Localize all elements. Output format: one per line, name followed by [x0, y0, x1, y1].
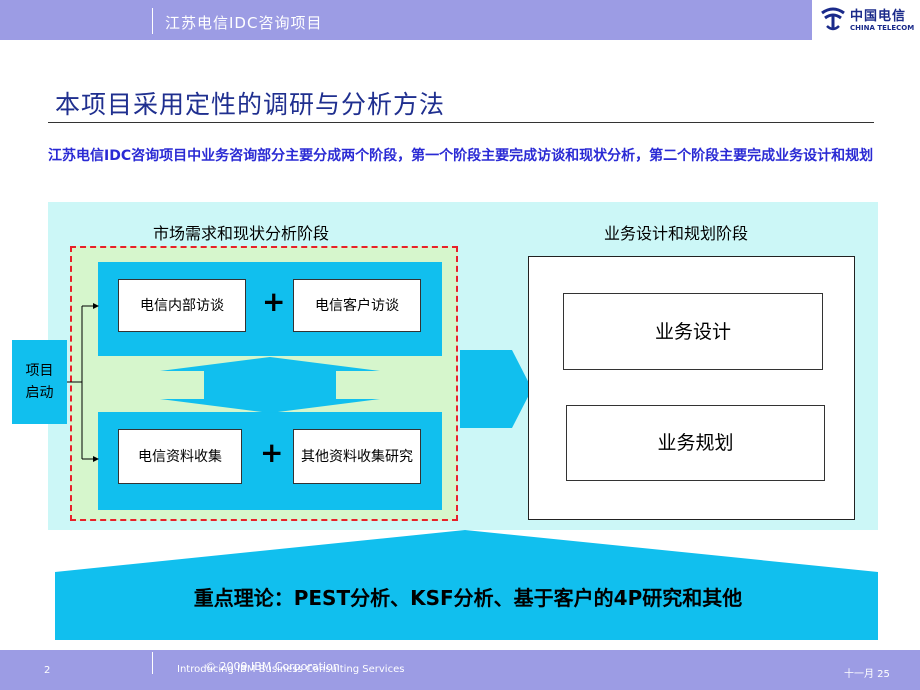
- project-start-label: 项目启动: [25, 363, 54, 401]
- logo-text-cn: 中国电信: [850, 9, 907, 24]
- other-research-box: 其他资料收集研究: [293, 429, 421, 484]
- header-divider: [152, 8, 153, 34]
- customer-interview-box: 电信客户访谈: [293, 279, 421, 332]
- header-bar: [0, 0, 920, 40]
- title-rule: [48, 122, 874, 123]
- phase2-label: 业务设计和规划阶段: [604, 224, 749, 243]
- project-start-box: 项目启动: [12, 340, 67, 424]
- header-title: 江苏电信IDC咨询项目: [165, 14, 323, 32]
- telecom-logo-icon: [821, 7, 845, 31]
- data-collection-box: 电信资料收集: [118, 429, 242, 484]
- business-design-box: 业务设计: [563, 293, 823, 370]
- logo-text-en: CHINA TELECOM: [850, 24, 915, 32]
- footer-divider: [152, 652, 153, 674]
- footer-copyright: © 2009 IBM Corporation: [205, 660, 340, 673]
- plus-sign: +: [260, 436, 284, 469]
- footer-date: 十一月 25: [844, 669, 890, 680]
- page-number: 2: [44, 665, 51, 676]
- theory-banner: [55, 530, 878, 640]
- business-planning-box: 业务规划: [566, 405, 825, 481]
- double-arrow-icon: [160, 357, 380, 413]
- theory-text: 重点理论：PEST分析、KSF分析、基于客户的4P研究和其他: [193, 586, 743, 610]
- page-title: 本项目采用定性的调研与分析方法: [55, 90, 446, 119]
- footer-bar: [0, 650, 920, 690]
- internal-interview-box: 电信内部访谈: [118, 279, 246, 332]
- plus-sign: +: [262, 285, 286, 318]
- china-telecom-logo: 中国电信 CHINA TELECOM: [812, 0, 920, 40]
- phase1-label: 市场需求和现状分析阶段: [153, 224, 330, 243]
- intro-paragraph: 江苏电信IDC咨询项目中业务咨询部分主要分成两个阶段，第一个阶段主要完成访谈和现…: [48, 148, 874, 164]
- footer-company: Introducing IBM Business Consulting Serv…: [177, 664, 405, 675]
- right-arrow-icon: [460, 350, 532, 428]
